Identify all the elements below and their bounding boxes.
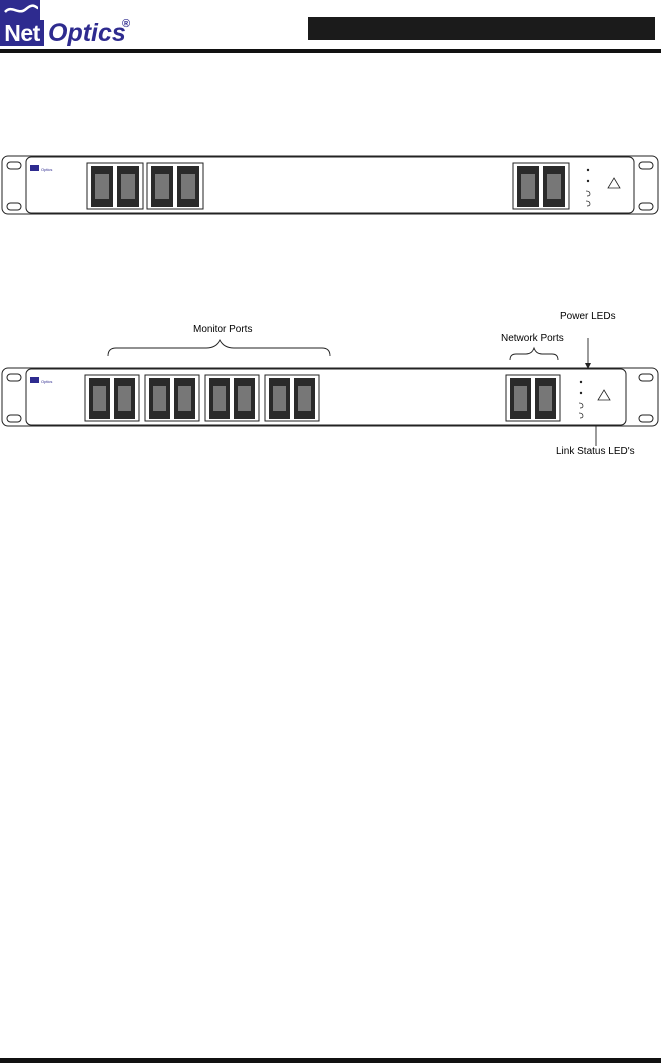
warning-triangle-icon-2: [597, 389, 611, 401]
page-header: Net Optics ®: [0, 0, 661, 60]
mini-logo-text-2: Optics: [41, 379, 52, 384]
monitor-port-group-4[interactable]: [264, 374, 320, 422]
monitor-ports-brace: [107, 338, 331, 357]
monitor-port-group-3[interactable]: [204, 374, 260, 422]
header-rule: [0, 49, 661, 53]
link-status-leds-label: Link Status LED's: [556, 446, 635, 457]
network-port-group[interactable]: [505, 374, 561, 422]
netoptics-logo: Net Optics ®: [0, 0, 180, 50]
monitor-ports-label: Monitor Ports: [193, 324, 253, 335]
network-ports-brace: [509, 346, 559, 361]
warning-triangle-icon: [607, 177, 621, 189]
logo-net: Net: [0, 20, 44, 46]
header-bar: [308, 17, 655, 40]
front-panel-large: Optics: [0, 338, 661, 460]
network-ports-label: Network Ports: [501, 333, 564, 344]
port-group-a[interactable]: [86, 162, 144, 210]
logo-registered-mark: ®: [122, 18, 131, 30]
front-panel-small: Optics: [0, 150, 661, 220]
monitor-port-group-1[interactable]: [84, 374, 140, 422]
logo-optics: Optics: [48, 19, 126, 47]
logo-wave-icon: [0, 0, 40, 20]
footer-rule: [0, 1058, 661, 1063]
mini-logo-text: Optics: [41, 167, 52, 172]
monitor-port-group-2[interactable]: [144, 374, 200, 422]
port-group-b[interactable]: [146, 162, 204, 210]
power-leds-label: Power LEDs: [560, 311, 616, 322]
port-group-network[interactable]: [512, 162, 570, 210]
